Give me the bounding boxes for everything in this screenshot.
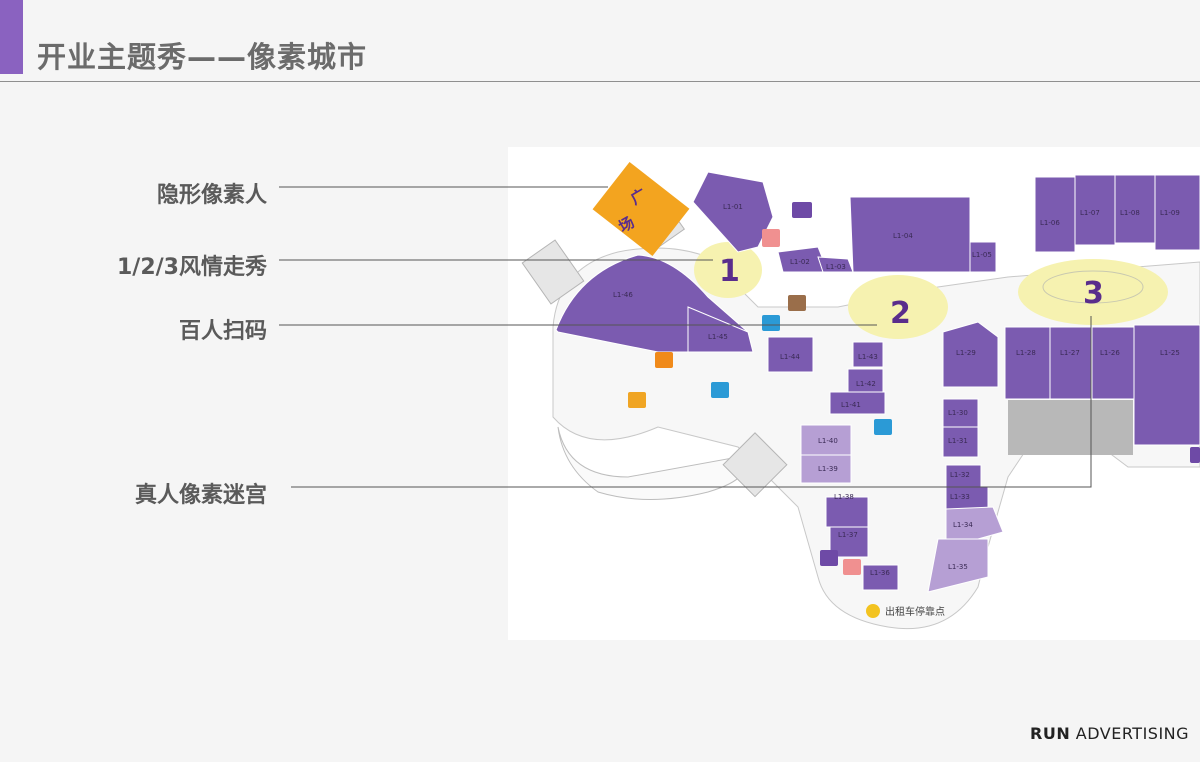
unit-label-L1-41: L1-41 xyxy=(841,401,861,409)
zone-1-highlight xyxy=(694,242,762,298)
unit-L1-34-shape xyxy=(945,506,1004,540)
unit-label-L1-26: L1-26 xyxy=(1100,349,1120,357)
unit-label-L1-27: L1-27 xyxy=(1060,349,1080,357)
unit-label-L1-28: L1-28 xyxy=(1016,349,1036,357)
unit-label-L1-25: L1-25 xyxy=(1160,349,1180,357)
unit-label-L1-01: L1-01 xyxy=(723,203,743,211)
zone-number-2: 2 xyxy=(890,296,911,331)
restroom-icon-2 xyxy=(843,559,861,575)
label-style-show: 1/2/3风情走秀 xyxy=(117,255,267,280)
unit-L1-35-shape xyxy=(927,538,989,593)
unit-label-L1-30: L1-30 xyxy=(948,409,968,417)
unit-label-L1-40: L1-40 xyxy=(818,437,838,445)
unit-label-L1-05: L1-05 xyxy=(972,251,992,259)
floor-map-drawing: L1-01 L1-02 L1-03 L1-04 L1-05 L1-06 L1-0… xyxy=(521,161,1200,630)
unit-label-L1-46: L1-46 xyxy=(613,291,633,299)
unit-label-L1-35: L1-35 xyxy=(948,563,968,571)
service-block xyxy=(1008,400,1133,455)
page-title: 开业主题秀——像素城市 xyxy=(37,40,368,74)
plaza-marker xyxy=(592,161,690,257)
label-invisible-pixel-person: 隐形像素人 xyxy=(156,183,267,208)
unit-label-L1-04: L1-04 xyxy=(893,232,913,240)
unit-label-L1-43: L1-43 xyxy=(858,353,878,361)
luggage-icon xyxy=(655,352,673,368)
exit-icon-3 xyxy=(874,419,892,435)
unit-label-L1-33: L1-33 xyxy=(950,493,970,501)
unit-label-L1-37: L1-37 xyxy=(838,531,858,539)
taxi-icon xyxy=(866,604,880,618)
unit-L1-01-shape xyxy=(692,171,774,253)
exit-icon-2 xyxy=(711,382,729,398)
unit-L1-26-shape xyxy=(1091,326,1135,400)
unit-label-L1-45: L1-45 xyxy=(708,333,728,341)
unit-label-L1-07: L1-07 xyxy=(1080,209,1100,217)
unit-label-L1-29: L1-29 xyxy=(956,349,976,357)
unit-L1-27-shape xyxy=(1049,326,1093,400)
unit-label-L1-08: L1-08 xyxy=(1120,209,1140,217)
stair-left xyxy=(521,239,585,305)
unit-label-L1-44: L1-44 xyxy=(780,353,800,361)
zone-number-3: 3 xyxy=(1083,276,1104,311)
taxi-stand-label: 出租车停靠点 xyxy=(885,605,945,618)
brand-bold: RUN xyxy=(1030,724,1071,743)
unit-label-L1-31: L1-31 xyxy=(948,437,968,445)
title-divider xyxy=(0,81,1200,82)
unit-L1-36-shape xyxy=(862,564,899,591)
elevator-icon-3 xyxy=(1190,447,1200,463)
unit-L1-33-shape xyxy=(945,486,989,512)
unit-label-L1-03: L1-03 xyxy=(826,263,846,271)
title-accent-bar xyxy=(0,0,23,74)
elevator-icon-2 xyxy=(820,550,838,566)
label-pixel-maze: 真人像素迷宫 xyxy=(134,483,267,508)
brand-logo: RUN ADVERTISING xyxy=(1030,724,1189,743)
unit-label-L1-36: L1-36 xyxy=(870,569,890,577)
unit-label-L1-06: L1-06 xyxy=(1040,219,1060,227)
unit-label-L1-39: L1-39 xyxy=(818,465,838,473)
unit-L1-06-shape xyxy=(1034,176,1076,253)
service-desk-icon xyxy=(628,392,646,408)
zone-3-highlight xyxy=(1018,259,1168,325)
floor-map: L1-01 L1-02 L1-03 L1-04 L1-05 L1-06 L1-0… xyxy=(508,147,1200,640)
label-scan-code: 百人扫码 xyxy=(178,319,267,344)
unit-L1-38-shape xyxy=(825,496,869,528)
zone-3-oval-track xyxy=(1042,270,1144,304)
unit-label-L1-34: L1-34 xyxy=(953,521,973,529)
exit-icon xyxy=(762,315,780,331)
unit-L1-28-shape xyxy=(1004,326,1051,400)
restroom-icon xyxy=(762,229,780,247)
escalator-icon xyxy=(788,295,806,311)
elevator-icon xyxy=(792,202,812,218)
brand-rest: ADVERTISING xyxy=(1075,724,1190,743)
unit-L1-25-shape xyxy=(1133,324,1200,446)
unit-L1-05-shape xyxy=(969,241,997,273)
unit-label-L1-32: L1-32 xyxy=(950,471,970,479)
unit-label-L1-02: L1-02 xyxy=(790,258,810,266)
unit-label-L1-09: L1-09 xyxy=(1160,209,1180,217)
unit-label-L1-38: L1-38 xyxy=(834,493,854,501)
zone-number-1: 1 xyxy=(719,254,740,289)
unit-label-L1-42: L1-42 xyxy=(856,380,876,388)
plaza-diamond xyxy=(592,161,690,257)
unit-L1-09-shape xyxy=(1154,174,1200,251)
unit-L1-08-shape xyxy=(1114,174,1156,244)
